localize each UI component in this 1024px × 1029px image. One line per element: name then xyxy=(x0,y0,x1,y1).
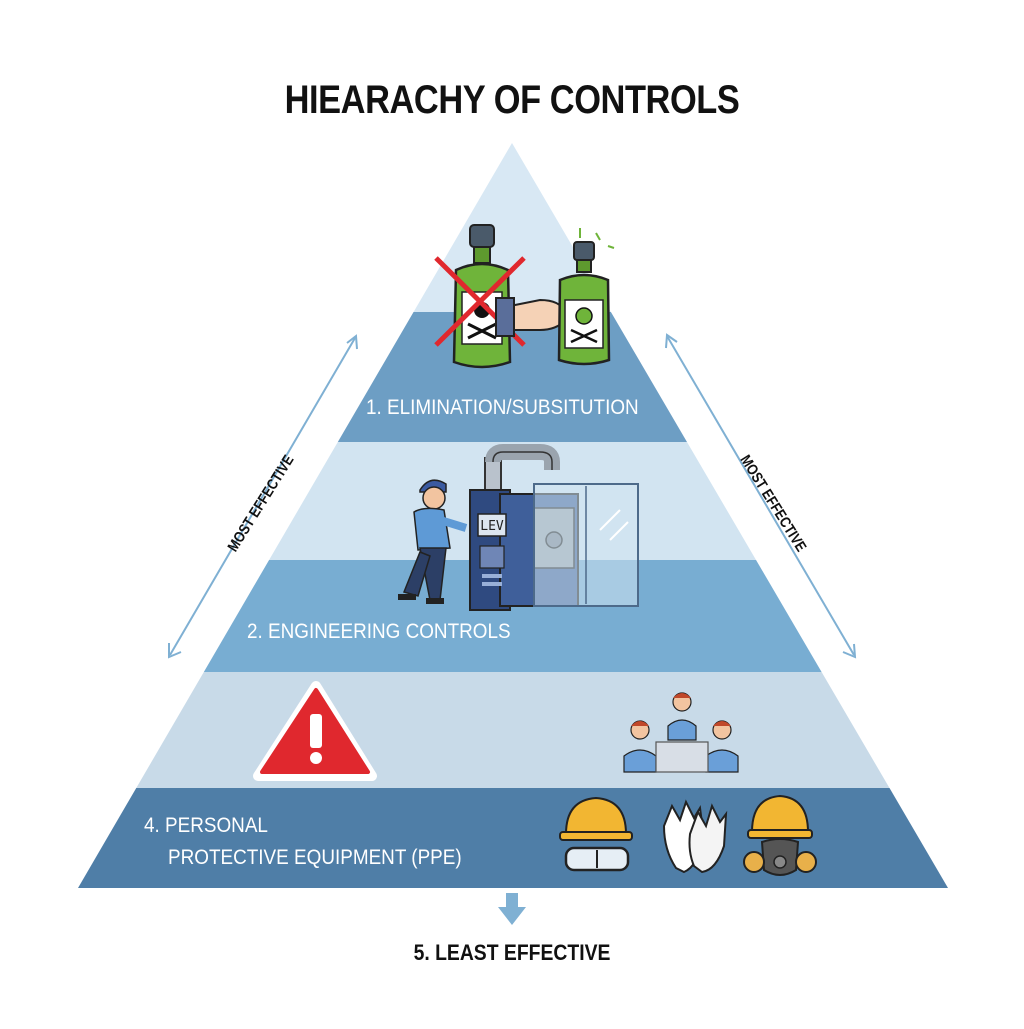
least-effective-label: 5. LEAST EFFECTIVE xyxy=(413,940,611,965)
left-effectiveness-arrow xyxy=(168,334,358,659)
tier-4-label-line1: 4. PERSONAL xyxy=(144,814,268,837)
tier-1-label: 1. ELIMINATION/SUBSITUTION xyxy=(366,396,639,419)
tier-2-label: 2. ENGINEERING CONTROLS xyxy=(247,620,511,643)
hardhat-goggles-icon xyxy=(559,796,633,872)
training-group-icon xyxy=(623,692,739,773)
gloves-icon xyxy=(662,799,728,874)
lev-machine-icon: LEV xyxy=(469,444,639,611)
pyramid-apex xyxy=(78,143,948,312)
skull-bottle-icon xyxy=(434,224,526,369)
least-effective-arrow xyxy=(498,893,526,925)
tier-4-label-line2: PROTECTIVE EQUIPMENT (PPE) xyxy=(168,846,462,869)
tier-3-band xyxy=(78,672,948,788)
diagram-title: HIEARACHY OF CONTROLS xyxy=(284,78,740,122)
replacement-bottle-icon xyxy=(557,228,615,366)
worker-icon xyxy=(398,479,468,604)
machine-sign-text: LEV xyxy=(480,519,504,534)
respirator-icon xyxy=(743,794,817,876)
right-effectiveness-arrow xyxy=(665,333,857,659)
tier-4-band xyxy=(78,788,948,888)
warning-icon xyxy=(253,681,377,781)
